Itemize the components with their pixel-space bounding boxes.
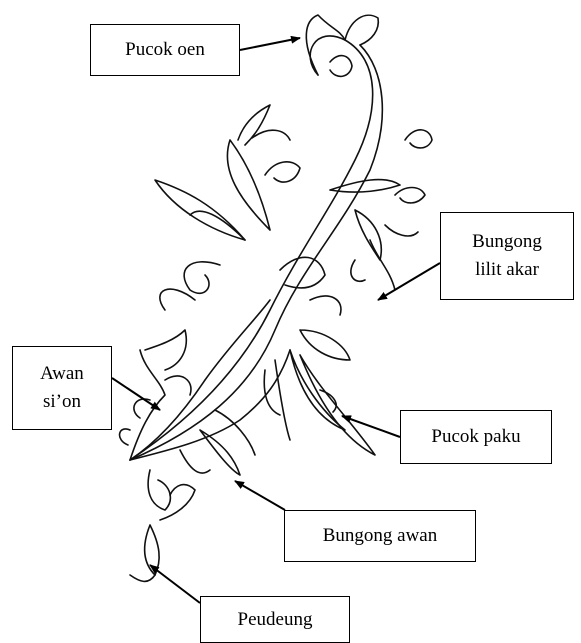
label-bungong-awan-text: Bungong awan bbox=[323, 522, 438, 550]
label-peudeung-text: Peudeung bbox=[238, 606, 313, 634]
label-pucok-paku: Pucok paku bbox=[400, 410, 552, 464]
label-pucok-oen-text: Pucok oen bbox=[125, 36, 205, 64]
arrow-pucok-oen bbox=[240, 38, 300, 50]
label-bungong-lilit-akar-text: Bungong lilit akar bbox=[472, 228, 542, 283]
label-pucok-oen: Pucok oen bbox=[90, 24, 240, 76]
label-peudeung: Peudeung bbox=[200, 596, 350, 643]
floral-ornament-drawing bbox=[120, 15, 432, 581]
arrow-peudeung bbox=[150, 565, 200, 603]
arrow-awan-sion bbox=[112, 378, 160, 410]
label-awan-sion-text: Awan si’on bbox=[40, 360, 84, 415]
label-bungong-awan: Bungong awan bbox=[284, 510, 476, 562]
arrow-bungong-awan bbox=[235, 481, 285, 510]
label-awan-sion: Awan si’on bbox=[12, 346, 112, 430]
arrow-pucok-paku bbox=[342, 416, 400, 437]
arrow-bungong-lilit-akar bbox=[378, 263, 440, 300]
label-bungong-lilit-akar: Bungong lilit akar bbox=[440, 212, 574, 300]
label-pucok-paku-text: Pucok paku bbox=[431, 423, 520, 451]
